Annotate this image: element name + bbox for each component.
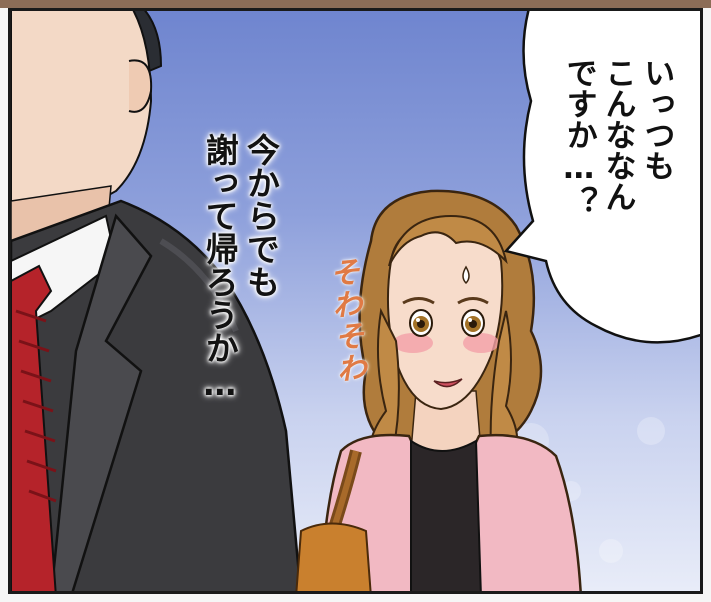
panel-artwork <box>11 11 700 591</box>
speech-bubble <box>503 11 700 344</box>
speech-bubble-text: いっつも こんななん ですか…？ <box>560 57 675 217</box>
top-border-strip <box>0 0 711 8</box>
man-in-suit <box>11 11 302 591</box>
woman-eyes <box>409 309 485 337</box>
narration-text: 今からでも 謝って帰ろうか… <box>200 133 281 403</box>
manga-panel: 今からでも 謝って帰ろうか… そわそわ いっつも こんななん ですか…？ <box>8 8 703 594</box>
woman-character <box>295 189 582 591</box>
